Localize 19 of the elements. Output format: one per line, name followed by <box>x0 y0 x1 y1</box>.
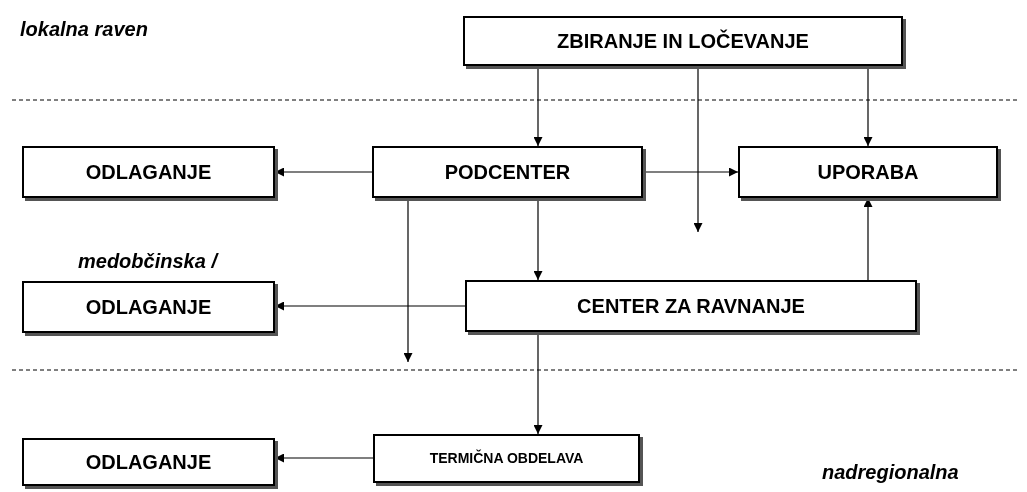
box-label: ODLAGANJE <box>85 160 212 185</box>
process-box <box>738 146 998 198</box>
process-box <box>373 434 640 483</box>
box-label: CENTER ZA RAVNANJE <box>577 294 805 319</box>
process-box <box>22 281 275 333</box>
box-label: ZBIRANJE IN LOČEVANJE <box>557 28 809 54</box>
level-label: lokalna raven <box>20 17 148 42</box>
box-label: TERMIČNA OBDELAVA <box>429 448 584 468</box>
box-label: UPORABA <box>817 160 919 185</box>
box-label: ODLAGANJE <box>85 295 212 320</box>
level-label: nadregionalna <box>822 460 959 485</box>
process-box <box>22 438 275 486</box>
process-box <box>465 280 917 332</box>
box-label: ODLAGANJE <box>85 450 212 475</box>
process-box <box>372 146 643 198</box>
box-label: PODCENTER <box>444 160 571 185</box>
level-label: medobčinska / <box>78 249 217 274</box>
process-box <box>22 146 275 198</box>
process-box <box>463 16 903 66</box>
